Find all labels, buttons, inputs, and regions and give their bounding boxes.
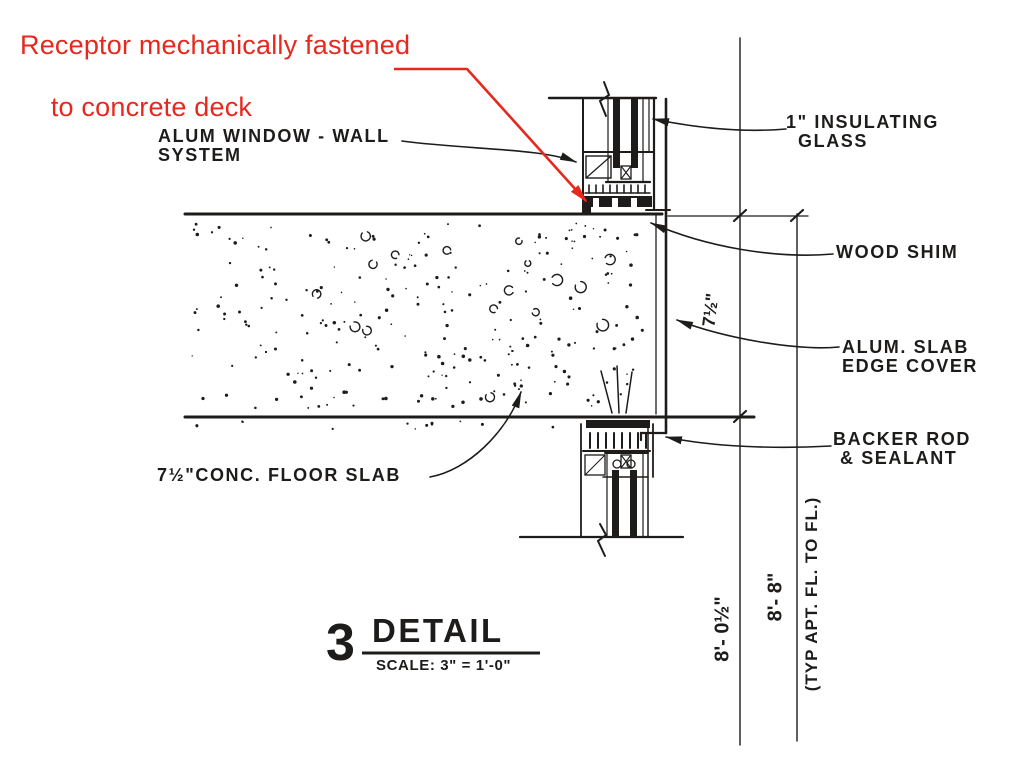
insulating-glass-lower bbox=[604, 452, 649, 538]
detail-number: 3 bbox=[326, 614, 355, 672]
label-insulating-glass-line2: GLASS bbox=[798, 131, 869, 151]
label-slab-edge-line2: EDGE COVER bbox=[842, 356, 979, 376]
dim-floor-to-floor-note: (TYP APT. FL. TO FL.) bbox=[802, 496, 821, 692]
leader-backer-rod bbox=[665, 436, 832, 449]
dim-sill-height: 8'- 0½" bbox=[711, 596, 734, 662]
dim-slab-thickness: 7½" bbox=[698, 292, 723, 328]
upper-mullion-assembly bbox=[547, 81, 658, 214]
label-slab-edge-line1: ALUM. SLAB bbox=[842, 337, 969, 357]
leader-insulating-glass bbox=[652, 118, 787, 132]
receptor bbox=[582, 196, 652, 214]
red-annotation-line1: Receptor mechanically fastened bbox=[20, 30, 411, 60]
label-insulating-glass-line1: 1" INSULATING bbox=[786, 112, 940, 132]
lower-mullion-assembly bbox=[518, 420, 685, 557]
label-wood-shim-text: WOOD SHIM bbox=[836, 242, 959, 262]
slab-edge-cover bbox=[639, 97, 671, 442]
leader-slab-edge-cover bbox=[676, 319, 840, 349]
insulating-glass-upper bbox=[607, 97, 644, 183]
label-backer-rod-line2: & SEALANT bbox=[840, 448, 958, 468]
detail-scale: SCALE: 3" = 1'-0" bbox=[376, 657, 512, 674]
leader-window-system bbox=[401, 140, 577, 163]
leader-wood-shim bbox=[650, 222, 834, 256]
annotation-arrow bbox=[394, 67, 588, 203]
dimension-lines bbox=[667, 37, 809, 746]
concrete-slab bbox=[183, 212, 756, 431]
concrete-stipple-texture bbox=[191, 222, 644, 431]
label-floor-slab-text: 7½"CONC. FLOOR SLAB bbox=[157, 465, 401, 485]
label-window-system-line1: ALUM WINDOW - WALL bbox=[158, 126, 390, 146]
detail-title: DETAIL bbox=[372, 612, 504, 649]
red-annotation-line2: to concrete deck bbox=[50, 92, 253, 122]
label-backer-rod-line1: BACKER ROD bbox=[833, 429, 972, 449]
red-annotation-note: Receptor mechanically fastened to concre… bbox=[20, 30, 410, 123]
label-floor-slab: 7½"CONC. FLOOR SLAB bbox=[157, 466, 401, 485]
leader-floor-slab bbox=[429, 391, 522, 478]
dim-floor-to-floor: 8'- 8" bbox=[764, 572, 787, 622]
leader-lines bbox=[401, 118, 840, 478]
label-window-system-line2: SYSTEM bbox=[158, 145, 242, 165]
label-wood-shim: WOOD SHIM bbox=[836, 243, 958, 262]
label-backer-rod: BACKER ROD& SEALANT bbox=[833, 430, 971, 468]
